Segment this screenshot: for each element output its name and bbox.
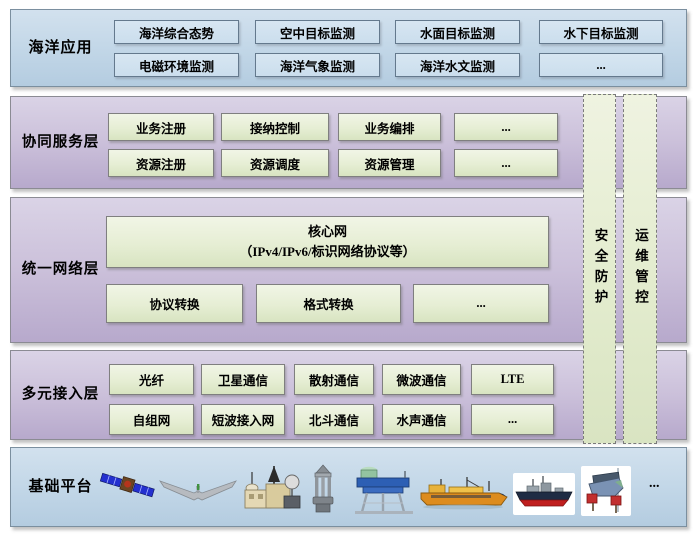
access-box-2: 散射通信 xyxy=(294,364,374,395)
core-network-title: 核心网 xyxy=(307,223,347,239)
access-box-8: 水声通信 xyxy=(382,404,461,435)
app-box-4: 电磁环境监测 xyxy=(114,53,239,77)
network-box-0: 协议转换 xyxy=(106,284,243,323)
research-vessel-icon xyxy=(419,475,509,511)
app-box-5: 海洋气象监测 xyxy=(255,53,380,77)
network-layer-label: 统一网络层 xyxy=(21,261,100,278)
offshore-platform-icon xyxy=(353,463,415,515)
ground-station-icon xyxy=(240,464,304,514)
service-layer-label: 协同服务层 xyxy=(21,133,100,150)
underwater-vehicle-icon xyxy=(581,466,631,516)
service-box-3: ... xyxy=(454,113,558,141)
access-box-9: ... xyxy=(471,404,554,435)
core-network-protocols: （IPv4/IPv6/标识网络协议等） xyxy=(239,244,416,259)
access-box-3: 微波通信 xyxy=(382,364,461,395)
network-layer: 统一网络层 核心网 （IPv4/IPv6/标识网络协议等） 协议转换 格式转换 … xyxy=(10,197,687,343)
app-layer-label: 海洋应用 xyxy=(28,39,93,56)
uav-icon xyxy=(159,473,237,503)
core-network-box: 核心网 （IPv4/IPv6/标识网络协议等） xyxy=(106,216,549,268)
service-box-2: 业务编排 xyxy=(338,113,441,141)
naval-ship-icon xyxy=(513,473,575,515)
security-protection-label: 安全防护 xyxy=(592,228,608,310)
access-box-7: 北斗通信 xyxy=(294,404,374,435)
access-box-0: 光纤 xyxy=(109,364,194,395)
platform-layer-label: 基础平台 xyxy=(28,478,93,495)
operations-management-label: 运维管控 xyxy=(633,228,648,310)
platform-layer: 基础平台 xyxy=(10,447,687,527)
service-box-6: 资源管理 xyxy=(338,149,441,177)
operations-management-bar: 运维管控 xyxy=(623,94,657,444)
service-box-0: 业务注册 xyxy=(108,113,214,141)
access-layer: 多元接入层 光纤 卫星通信 散射通信 微波通信 LTE 自组网 短波接入网 北斗… xyxy=(10,350,687,440)
buoy-icon xyxy=(307,464,339,514)
service-layer: 协同服务层 业务注册 接纳控制 业务编排 ... 资源注册 资源调度 资源管理 … xyxy=(10,96,687,189)
service-box-7: ... xyxy=(454,149,558,177)
app-box-7: ... xyxy=(539,53,663,77)
access-box-1: 卫星通信 xyxy=(201,364,285,395)
network-box-2: ... xyxy=(413,284,549,323)
network-box-1: 格式转换 xyxy=(256,284,401,323)
access-box-6: 短波接入网 xyxy=(201,404,285,435)
app-box-3: 水下目标监测 xyxy=(539,20,663,44)
service-box-1: 接纳控制 xyxy=(221,113,329,141)
app-box-6: 海洋水文监测 xyxy=(395,53,520,77)
satellite-icon xyxy=(99,468,155,504)
app-layer: 海洋应用 海洋综合态势 空中目标监测 水面目标监测 水下目标监测 电磁环境监测 … xyxy=(10,9,687,87)
service-box-4: 资源注册 xyxy=(108,149,214,177)
security-protection-bar: 安全防护 xyxy=(583,94,616,444)
access-box-5: 自组网 xyxy=(109,404,194,435)
app-box-2: 水面目标监测 xyxy=(395,20,520,44)
access-layer-label: 多元接入层 xyxy=(21,386,100,403)
app-box-1: 空中目标监测 xyxy=(255,20,380,44)
platform-ellipsis: ... xyxy=(649,476,660,491)
access-box-4: LTE xyxy=(471,364,554,395)
service-box-5: 资源调度 xyxy=(221,149,329,177)
app-box-0: 海洋综合态势 xyxy=(114,20,239,44)
